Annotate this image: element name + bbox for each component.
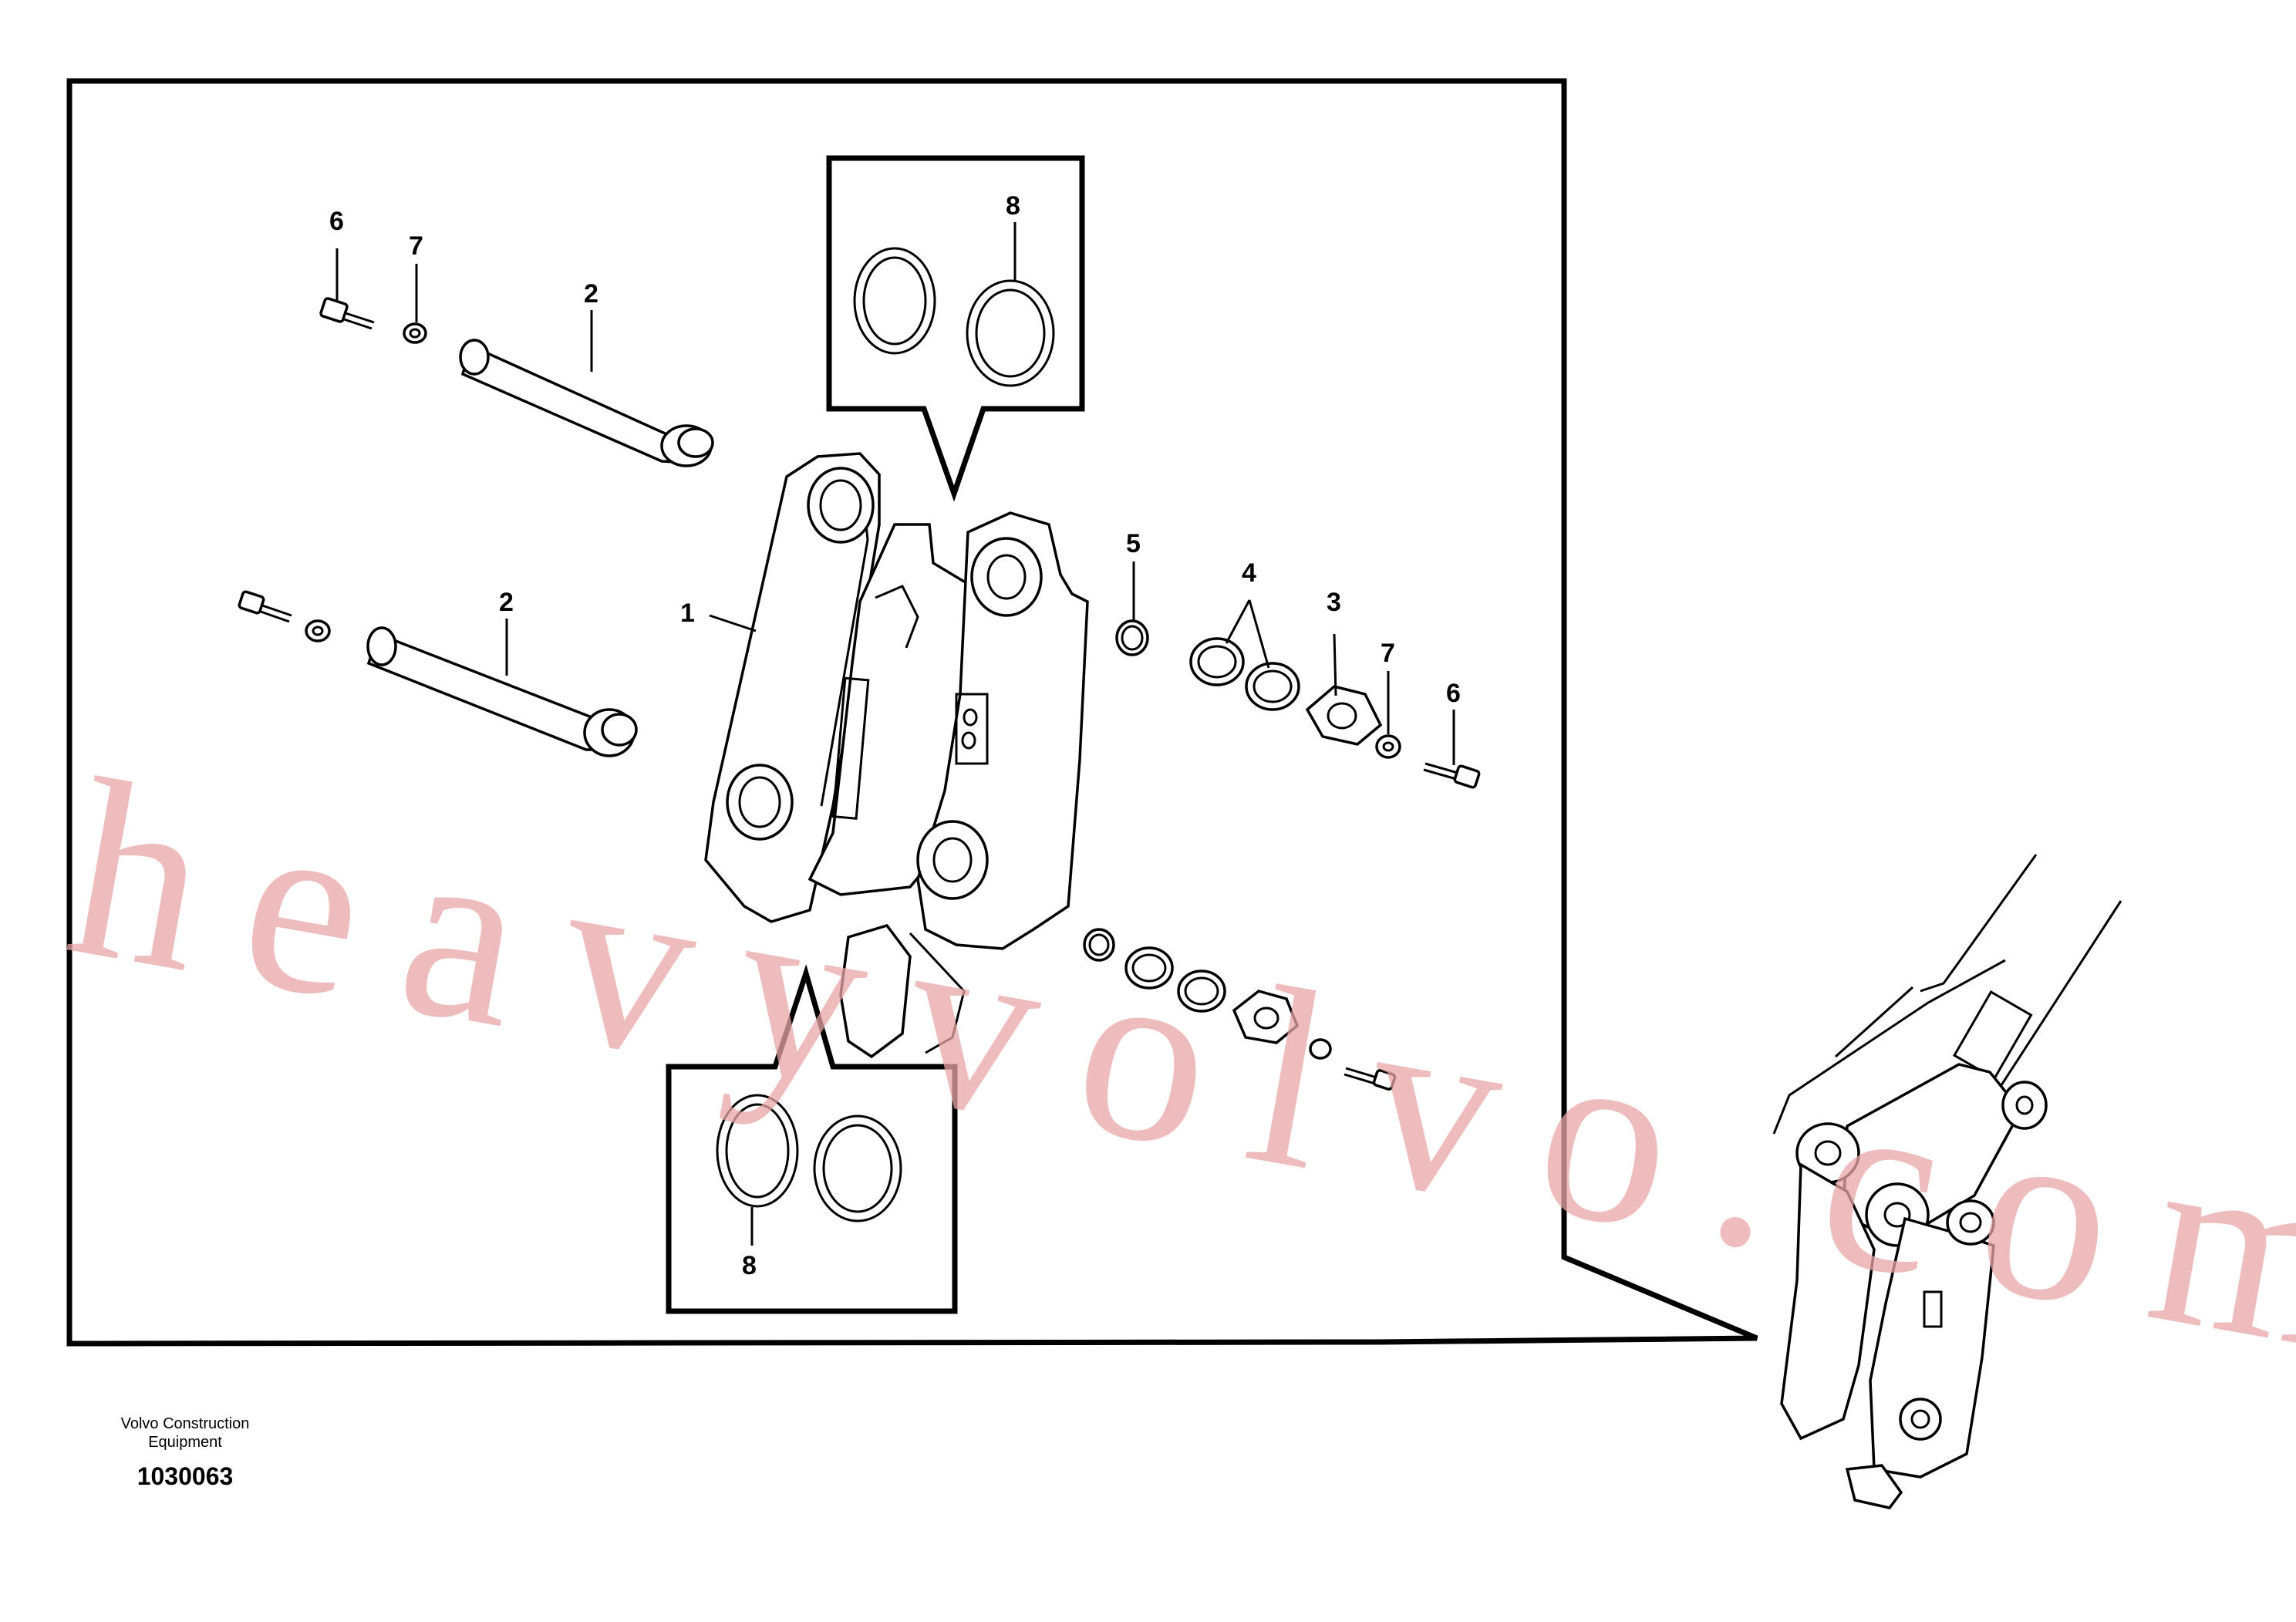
callout-2-top: 2 [584,279,598,309]
retainer-3 [1305,685,1383,746]
caption-line1: Volvo Construction [121,1415,250,1432]
seal-lower-a [1124,946,1174,990]
callout-7-left: 7 [409,231,423,261]
washer-7-lower [305,619,331,642]
seal-ring-8-bottom-a [716,1094,799,1208]
callout-5: 5 [1126,529,1141,558]
leader-lines [335,248,1455,765]
caption-line2: Equipment [148,1434,222,1451]
doc-id: 1030063 [137,1462,234,1490]
quick-coupler-1 [704,452,1089,1059]
callout-3: 3 [1327,588,1341,617]
inset-box-top [826,155,1085,502]
machine-overview [1772,854,2122,1509]
washer-lower [1309,1038,1332,1060]
retainer-lower [1232,990,1300,1044]
seal-ring-8-top-a [853,247,936,355]
bolt-lower [1344,1067,1397,1091]
seal-ring-8-bottom-b [813,1114,902,1222]
washer-7-right [1375,734,1401,759]
bolt-6-lower [238,590,292,623]
pin-2-upper [459,339,714,467]
circlip-lower [1083,928,1115,962]
callout-2-mid: 2 [499,588,514,617]
inset-box-bottom [666,964,958,1314]
washer-7-upper [403,322,427,344]
seal-lower-b [1177,969,1226,1013]
callout-8-bottom: 8 [742,1251,757,1280]
callout-4: 4 [1242,558,1256,588]
bolt-6-right [1423,762,1481,789]
callout-6-right: 6 [1446,679,1461,708]
seal-ring-8-top-b [966,279,1055,387]
callout-7-right: 7 [1381,639,1395,668]
callout-8-top: 8 [1006,191,1020,221]
callout-6-left: 6 [329,207,344,236]
callout-1: 1 [680,599,695,628]
pin-2-lower [366,626,638,757]
seal-4-b [1245,662,1300,711]
circlip-5 [1115,619,1149,656]
seal-4-a [1189,637,1245,686]
